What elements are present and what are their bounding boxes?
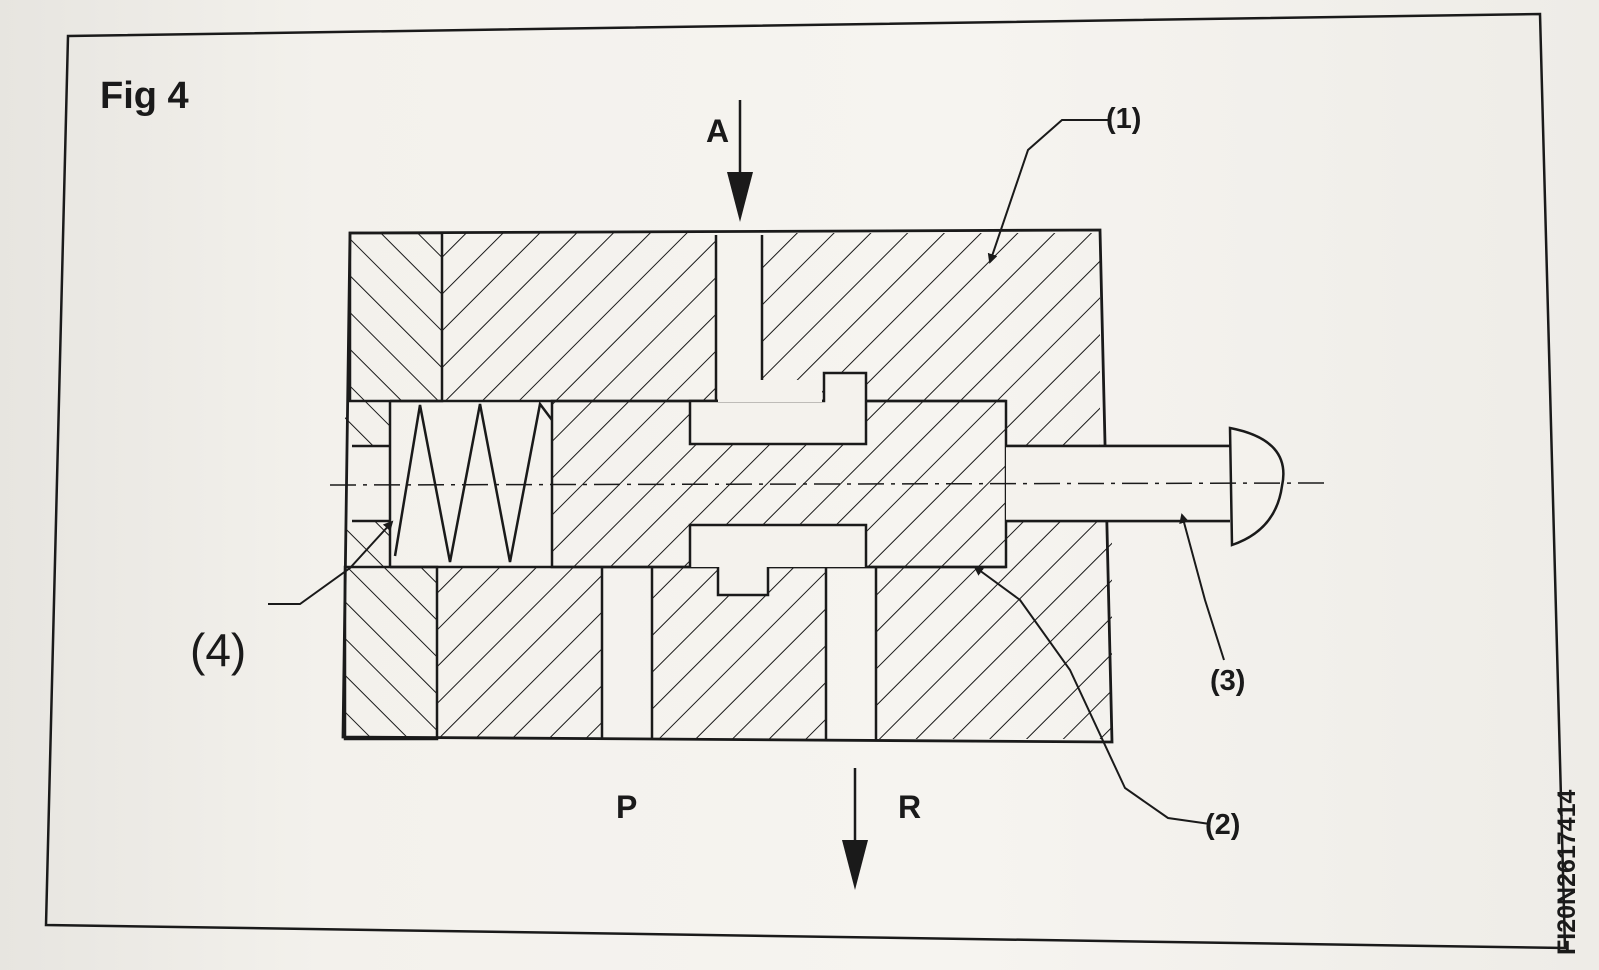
port-label-r: R [898, 789, 921, 825]
callout-3: (3) [1210, 665, 1245, 697]
figure-title: Fig 4 [100, 75, 189, 117]
callout-1: (1) [1106, 103, 1141, 135]
centre-line [329, 482, 1326, 486]
arrow-out-port-r [842, 768, 868, 890]
push-button[interactable] [1006, 426, 1285, 547]
port-label-a: A [706, 113, 729, 149]
callout-4: (4) [190, 624, 246, 676]
valve-body [341, 228, 1230, 744]
leader-lines [268, 119, 1225, 825]
port-label-p: P [616, 789, 637, 825]
callout-2: (2) [1205, 809, 1240, 841]
figure-code: FI20N2617414 [1553, 789, 1581, 955]
end-cap [343, 231, 444, 741]
figure-frame [44, 12, 1567, 950]
spring [393, 400, 553, 563]
arrow-in-port-a [727, 100, 753, 222]
